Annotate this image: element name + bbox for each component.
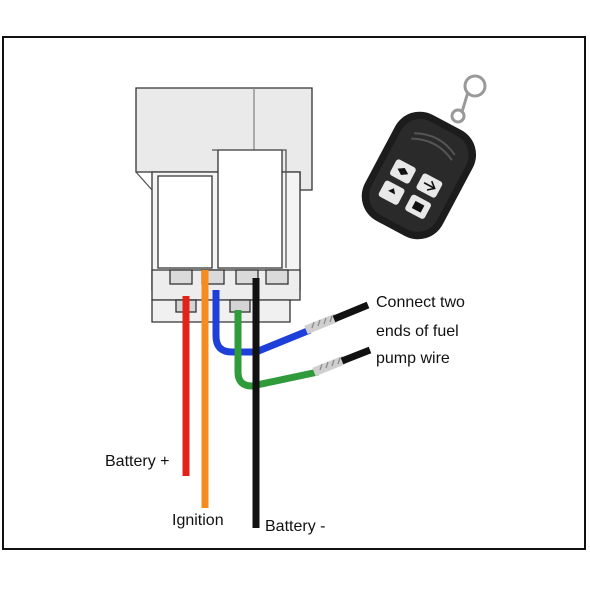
battery-plus-label: Battery +	[105, 453, 170, 470]
battery-minus-label: Battery -	[265, 518, 326, 535]
wires	[182, 270, 372, 528]
connect-label-line-3: pump wire	[376, 350, 450, 367]
fuel-pump-wire-blue	[212, 290, 312, 356]
relay-connector-icon	[135, 87, 313, 323]
splice-upper	[304, 301, 370, 335]
connect-label-line-1: Connect two	[376, 294, 465, 311]
key-fob-remote-icon	[361, 74, 487, 240]
ignition-label: Ignition	[172, 512, 224, 529]
splice-lower	[312, 346, 372, 377]
fuel-pump-wire-green	[234, 310, 319, 390]
connect-label-line-2: ends of fuel	[376, 323, 459, 340]
